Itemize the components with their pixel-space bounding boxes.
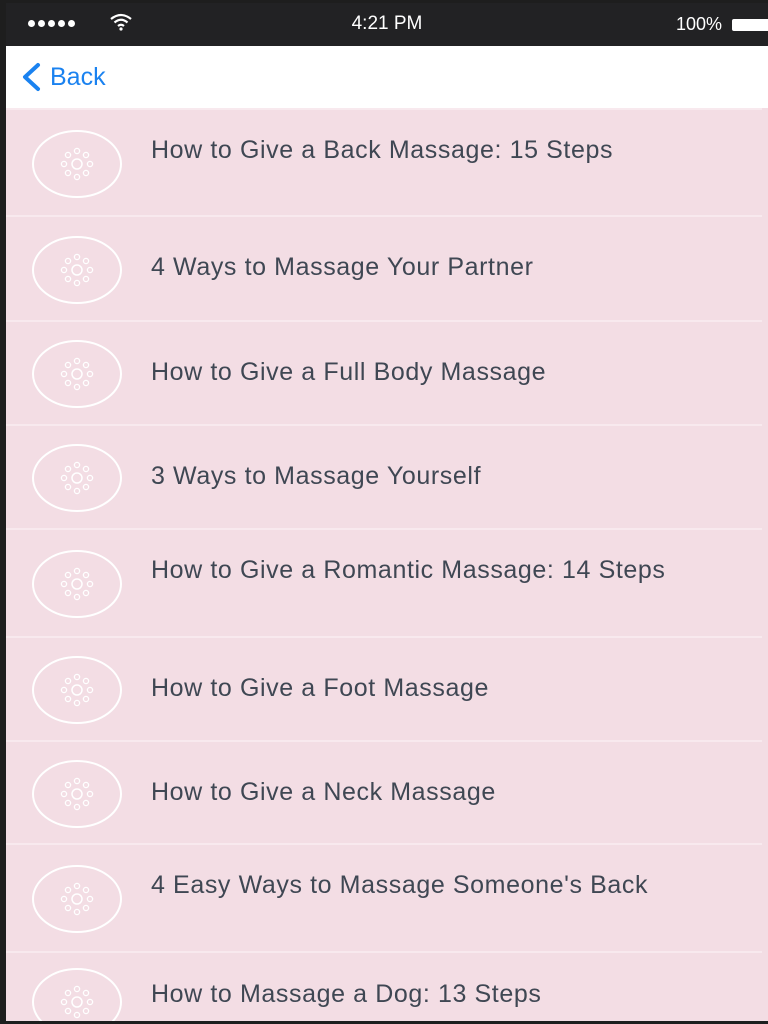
flower-placeholder-icon — [32, 550, 122, 618]
status-time: 4:21 PM — [351, 13, 423, 34]
list-item[interactable]: 3 Ways to Massage Yourself — [6, 424, 762, 528]
status-bar: 4:21 PM 100% — [6, 3, 768, 46]
navigation-bar: Back — [6, 46, 768, 108]
list-item[interactable]: How to Give a Foot Massage — [6, 636, 762, 740]
list-item[interactable]: How to Give a Neck Massage — [6, 740, 762, 843]
article-list: How to Give a Back Massage: 15 Steps 4 W… — [6, 108, 762, 1021]
list-item-title: How to Give a Foot Massage — [151, 674, 489, 702]
flower-placeholder-icon — [32, 760, 122, 828]
battery-full-icon — [732, 19, 768, 31]
flower-placeholder-icon — [32, 656, 122, 724]
list-item-title: How to Give a Full Body Massage — [151, 358, 547, 386]
battery-percent: 100% — [675, 14, 722, 34]
flower-placeholder-icon — [32, 236, 122, 304]
back-button[interactable]: Back — [20, 60, 106, 94]
flower-placeholder-icon — [32, 968, 122, 1021]
flower-placeholder-icon — [32, 130, 122, 198]
flower-placeholder-icon — [32, 444, 122, 512]
chevron-left-icon — [23, 63, 40, 91]
list-item-title: How to Give a Neck Massage — [151, 778, 496, 806]
list-item-title: How to Give a Back Massage: 15 Steps — [151, 136, 614, 164]
list-item-title: How to Massage a Dog: 13 Steps — [151, 980, 542, 1008]
list-item[interactable]: 4 Ways to Massage Your Partner — [6, 215, 762, 320]
flower-placeholder-icon — [32, 865, 122, 933]
list-item-title: How to Give a Romantic Massage: 14 Steps — [151, 556, 666, 584]
flower-placeholder-icon — [32, 340, 122, 408]
list-item[interactable]: How to Massage a Dog: 13 Steps — [6, 951, 762, 1021]
back-label: Back — [50, 62, 106, 91]
wifi-icon — [110, 13, 132, 31]
list-item[interactable]: 4 Easy Ways to Massage Someone's Back — [6, 843, 762, 951]
list-item-title: 4 Easy Ways to Massage Someone's Back — [151, 871, 649, 899]
list-item[interactable]: How to Give a Back Massage: 15 Steps — [6, 108, 762, 215]
list-item-title: 3 Ways to Massage Yourself — [151, 462, 482, 490]
list-item[interactable]: How to Give a Romantic Massage: 14 Steps — [6, 528, 762, 636]
list-item-title: 4 Ways to Massage Your Partner — [151, 253, 534, 281]
phone-screen: 4:21 PM 100% Back How to Give a Back Mas… — [6, 3, 768, 1021]
signal-strength-icon — [28, 20, 75, 27]
list-item[interactable]: How to Give a Full Body Massage — [6, 320, 762, 424]
